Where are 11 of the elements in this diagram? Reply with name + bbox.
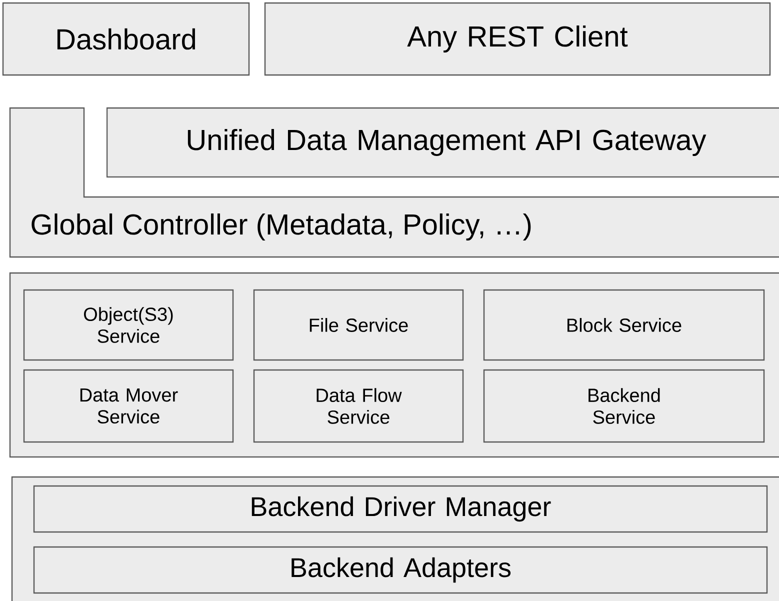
layer-box: Backend Adapters xyxy=(33,546,768,594)
layer-box: Backend Driver Manager xyxy=(33,485,768,533)
service-box: Data Mover Service xyxy=(23,369,234,443)
gateway-box: Unified Data Management API Gateway xyxy=(106,107,779,178)
service-box: Backend Service xyxy=(483,369,765,443)
service-box: Object(S3) Service xyxy=(23,289,234,361)
service-box: Data Flow Service xyxy=(253,369,464,443)
client-box: Dashboard xyxy=(2,2,250,76)
service-box: File Service xyxy=(253,289,464,361)
client-box: Any REST Client xyxy=(264,2,771,76)
service-box: Block Service xyxy=(483,289,765,361)
